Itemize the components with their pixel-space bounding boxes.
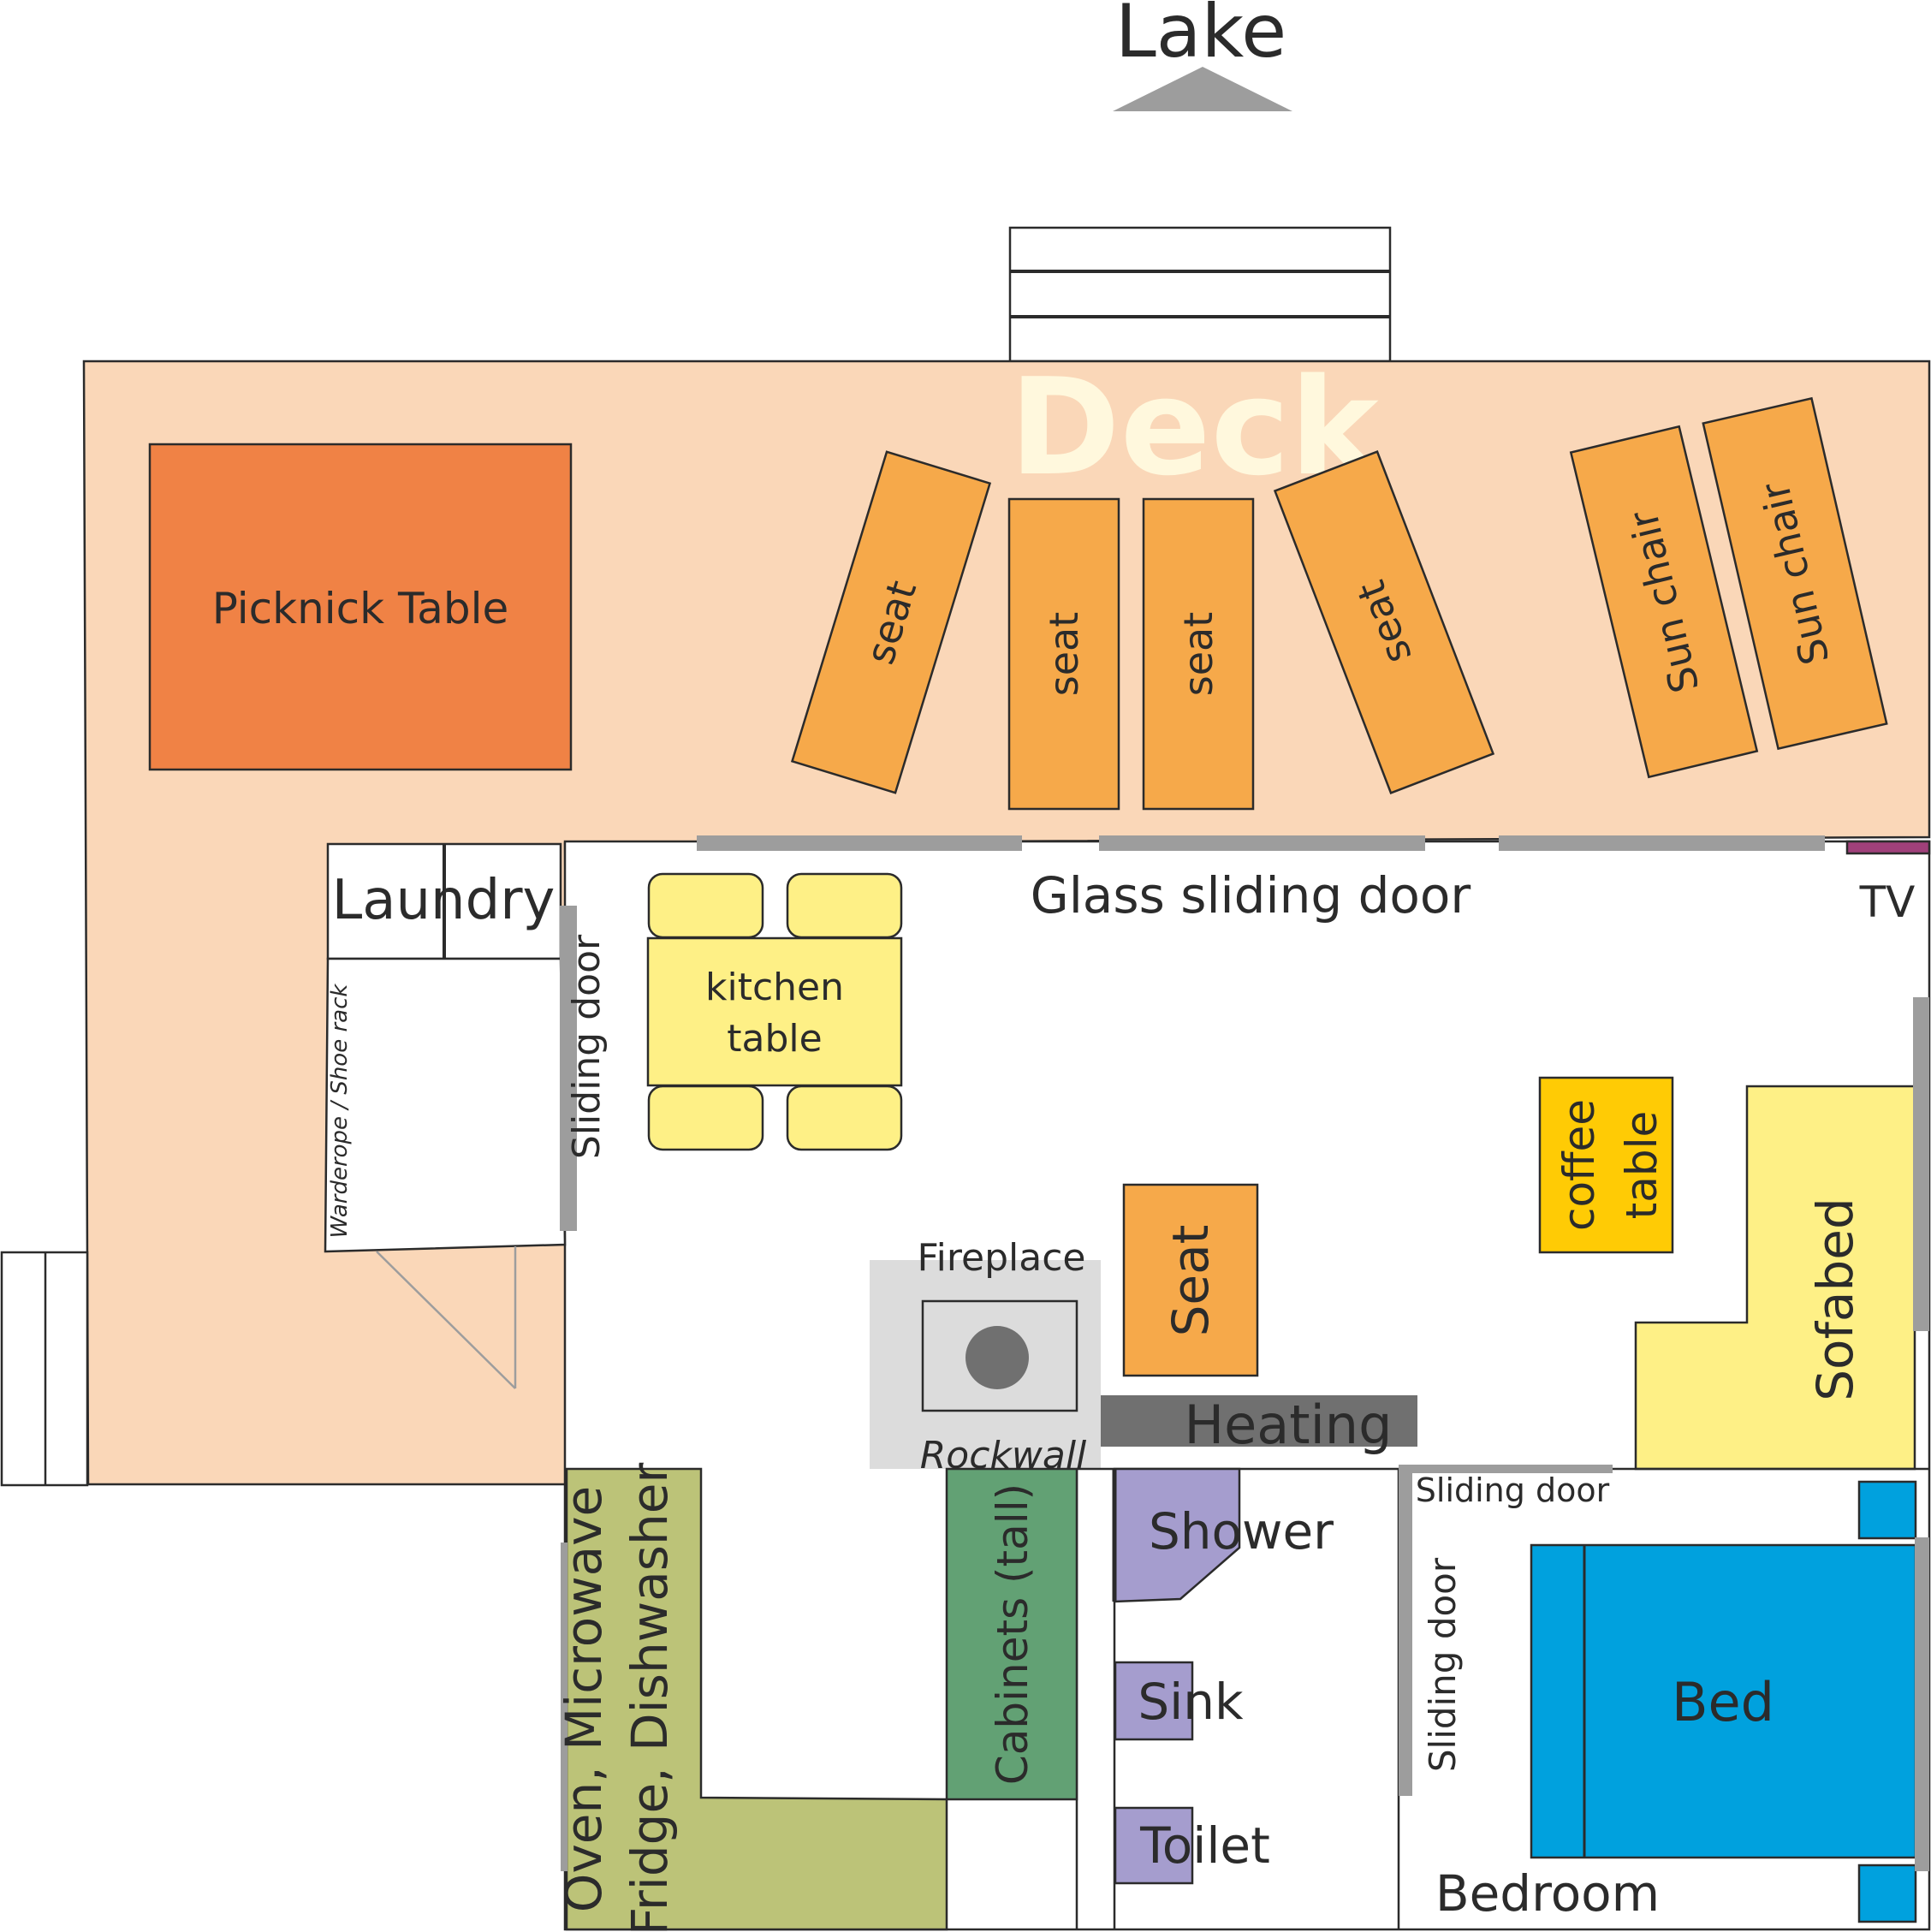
- sink-label: Sink: [1138, 1673, 1244, 1731]
- sofabed-label: Sofabed: [1806, 1198, 1864, 1401]
- laundry-label: Laundry: [332, 869, 556, 932]
- sun-chair-1: Sun chair: [1569, 425, 1759, 779]
- deck-stairs-top: [1008, 226, 1392, 363]
- nightstand: [1857, 1480, 1917, 1540]
- bed: [1530, 1543, 1917, 1859]
- kitchen-table: [646, 936, 903, 1087]
- fireplace-label: Fireplace: [918, 1236, 1086, 1280]
- deck-seat-2: seat: [1007, 497, 1120, 811]
- glass-sliding-door-panel: [1099, 835, 1425, 851]
- deck-seat-1: seat: [790, 450, 992, 794]
- stove-icon: [966, 1326, 1029, 1389]
- seat-label: seat: [1041, 612, 1087, 697]
- seat-label: seat: [1175, 612, 1221, 697]
- coffee-table-label: table: [1617, 1111, 1667, 1220]
- tv-label: TV: [1859, 877, 1916, 927]
- kitchen-chair: [647, 872, 764, 939]
- kitchen-table-label: table: [727, 1017, 822, 1061]
- kitchen-window: [561, 1543, 567, 1871]
- seat-interior: [1122, 1183, 1259, 1377]
- sliding-door-label: Sliding door: [565, 934, 609, 1159]
- deck-seat-3: seat: [1142, 497, 1255, 811]
- nightstand: [1857, 1864, 1917, 1923]
- sliding-door-bedroom-top: [1399, 1465, 1613, 1473]
- sliding-door-label: Sliding door: [1422, 1557, 1464, 1772]
- cabinets: [945, 1467, 1078, 1801]
- bed-label: Bed: [1672, 1671, 1774, 1733]
- sun-chair-2: Sun chair: [1702, 396, 1888, 751]
- cabinets-label: Cabinets (tall): [988, 1483, 1037, 1785]
- kitchen-chair: [786, 872, 903, 939]
- door-swing: [376, 1251, 516, 1389]
- lake-label: Lake: [1115, 0, 1286, 74]
- toilet: [1114, 1806, 1194, 1885]
- seat-interior-label: Seat: [1162, 1225, 1220, 1337]
- sink: [1114, 1661, 1194, 1741]
- heating-label: Heating: [1185, 1394, 1393, 1456]
- kitchen-table-label: kitchen: [705, 966, 844, 1009]
- warderope-label: Warderope / Shoe rack: [327, 984, 353, 1239]
- kitchen-chair: [647, 1085, 764, 1151]
- sliding-door-label: Sliding door: [1416, 1471, 1610, 1509]
- window-right: [1913, 997, 1929, 1331]
- coffee-table-label: coffee: [1554, 1099, 1604, 1231]
- coffee-table: [1538, 1076, 1674, 1254]
- glass-sliding-door-panel: [697, 835, 1022, 851]
- heating: [1101, 1395, 1417, 1447]
- toilet-label: Toilet: [1139, 1816, 1270, 1875]
- kitchen-chair: [786, 1085, 903, 1151]
- sliding-door-laundry: [560, 906, 577, 1231]
- bedroom-window: [1915, 1537, 1929, 1871]
- appliances-label: Oven, Microwave: [555, 1486, 613, 1912]
- glass-sliding-door-panel: [1499, 835, 1825, 851]
- picknick-table-label: Picknick Table: [212, 584, 509, 633]
- deck-seat-4: seat: [1273, 450, 1495, 794]
- tv: [1845, 840, 1931, 855]
- north-arrow-icon: [1113, 67, 1292, 111]
- appliances-label: Fridge, Dishwasher: [621, 1463, 679, 1932]
- bedroom-label: Bedroom: [1435, 1864, 1660, 1923]
- glass-sliding-door-label: Glass sliding door: [1031, 866, 1471, 924]
- shower-label: Shower: [1149, 1502, 1334, 1560]
- sliding-door-bedroom-side: [1399, 1469, 1412, 1796]
- warderope: [324, 957, 567, 1253]
- picknick-table: [148, 443, 573, 771]
